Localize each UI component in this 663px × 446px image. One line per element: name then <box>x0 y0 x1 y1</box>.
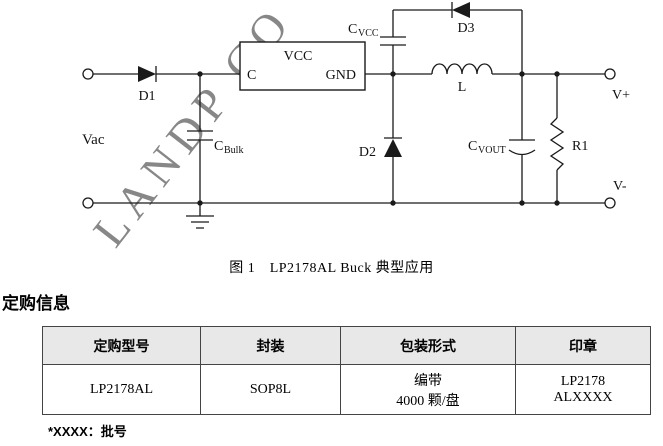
cell-packaging-form: 编带 4000 颗/盘 <box>340 364 516 415</box>
cell-marking: LP2178 ALXXXX <box>515 364 651 415</box>
watermark: LANDP CO <box>83 0 302 250</box>
diode-d3-triangle <box>452 2 470 18</box>
header-marking: 印章 <box>515 326 651 365</box>
terminal-input-top <box>82 68 94 80</box>
cap-cbulk <box>187 74 213 203</box>
diode-triangles <box>138 2 470 157</box>
label-pin-gnd: GND <box>326 68 356 83</box>
terminal-input-bottom <box>82 197 94 209</box>
label-cvout: C <box>468 139 477 154</box>
label-vplus: V+ <box>612 88 630 103</box>
label-cbulk-sub: Bulk <box>224 145 243 156</box>
packaging-line2: 4000 颗/盘 <box>396 393 460 409</box>
table-row: LP2178AL SOP8L 编带 4000 颗/盘 LP2178 ALXXXX <box>42 364 651 415</box>
marking-line1: LP2178 <box>560 373 606 389</box>
label-d2: D2 <box>359 145 376 160</box>
terminal-vminus <box>604 197 616 209</box>
marking-line2: ALXXXX <box>553 389 613 405</box>
cell-package: SOP8L <box>200 364 341 415</box>
header-package: 封装 <box>200 326 341 365</box>
footnote: *XXXX：批号 <box>48 424 127 439</box>
cell-order-model: LP2178AL <box>42 364 201 415</box>
circuit-diagram: LANDP CO <box>82 0 630 256</box>
ordering-table: 定购型号 封装 包装形式 印章 LP2178AL SOP8L 编带 4000 颗… <box>42 326 651 415</box>
label-cvcc-sub: VCC <box>358 28 379 39</box>
resistor-r1-zigzag <box>549 117 565 171</box>
junction-dots <box>197 71 560 206</box>
terminals <box>82 68 616 209</box>
label-inductor: L <box>458 80 467 95</box>
label-vac: Vac <box>82 132 105 148</box>
figure-caption: 图 1 LP2178AL Buck 典型应用 <box>229 261 434 276</box>
ic-block <box>239 41 366 91</box>
label-ic-vcc: VCC <box>284 49 313 64</box>
label-d3: D3 <box>457 21 474 36</box>
label-d1: D1 <box>138 89 155 104</box>
terminal-vplus <box>604 68 616 80</box>
label-r1: R1 <box>572 139 588 154</box>
label-cbulk: C <box>214 139 223 154</box>
wire-top-rail <box>393 9 523 74</box>
header-packaging-form: 包装形式 <box>340 326 516 365</box>
diode-d1-triangle <box>138 66 156 82</box>
ground-symbol <box>186 203 214 229</box>
label-cvout-sub: VOUT <box>478 145 506 156</box>
table-header-row: 定购型号 封装 包装形式 印章 <box>42 326 651 365</box>
cap-cvout <box>508 74 536 203</box>
packaging-line1: 编带 <box>414 373 442 389</box>
header-order-model: 定购型号 <box>42 326 201 365</box>
diode-d2-triangle <box>384 139 402 157</box>
label-cvcc: C <box>348 22 357 37</box>
section-title: 定购信息 <box>2 294 70 313</box>
inductor-coil <box>431 63 493 75</box>
label-vminus: V- <box>613 179 627 194</box>
diode-d2-wires <box>384 74 402 203</box>
label-pin-c: C <box>247 68 256 83</box>
cap-cvcc <box>380 10 406 74</box>
